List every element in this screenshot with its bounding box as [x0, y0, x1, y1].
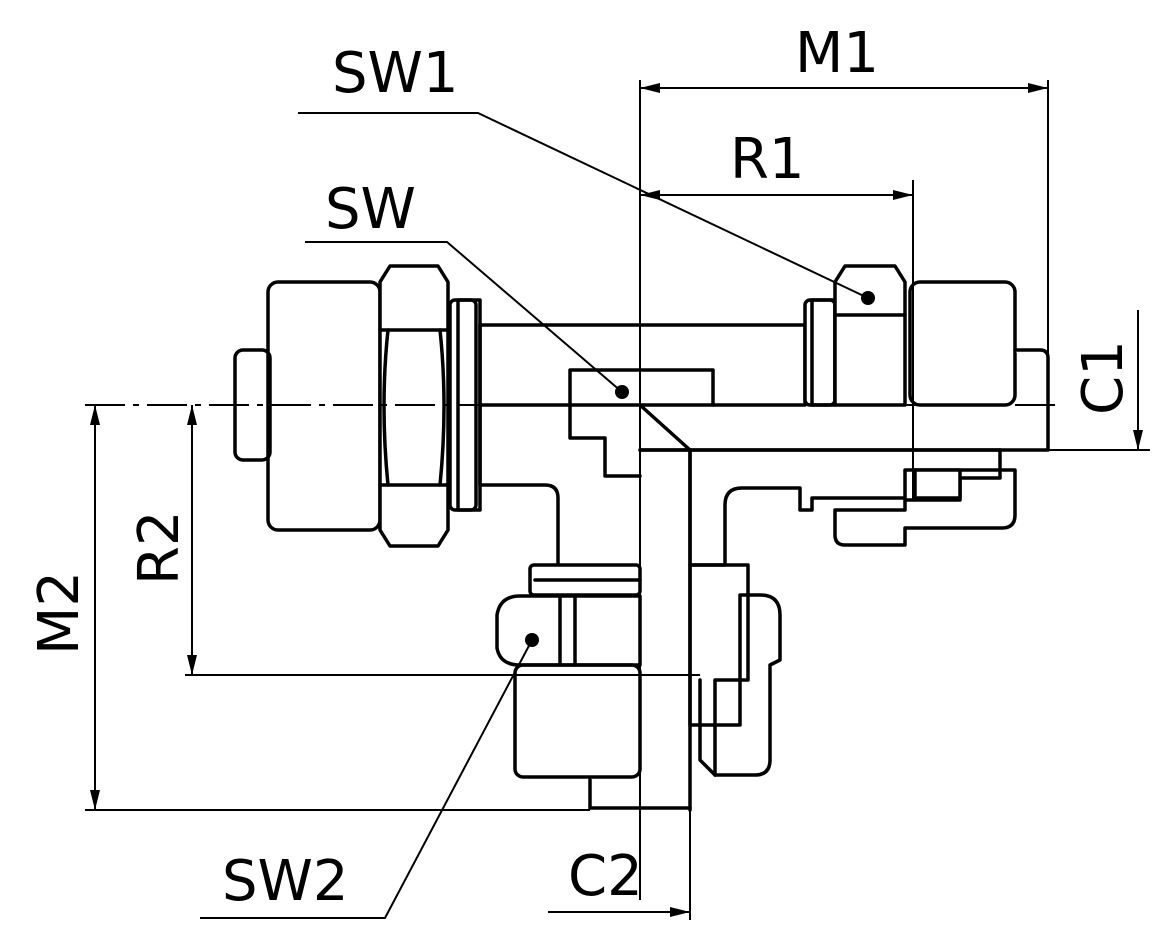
- label-r1: R1: [730, 127, 805, 192]
- center-lines: [85, 80, 1150, 920]
- label-sw: SW: [325, 177, 416, 242]
- left-branch: [233, 264, 482, 548]
- bottom-branch: [495, 563, 782, 779]
- label-c2: C2: [568, 844, 643, 909]
- label-sw1: SW1: [332, 41, 459, 106]
- leader-sw: [305, 241, 629, 399]
- label-m2: M2: [27, 571, 92, 655]
- label-sw2: SW2: [222, 849, 349, 914]
- label-c1: C1: [1071, 340, 1136, 415]
- leader-sw1: [298, 112, 875, 305]
- label-m1: M1: [795, 21, 879, 86]
- label-r2: R2: [127, 510, 192, 585]
- right-branch: [803, 264, 1050, 547]
- leader-sw2: [200, 633, 539, 919]
